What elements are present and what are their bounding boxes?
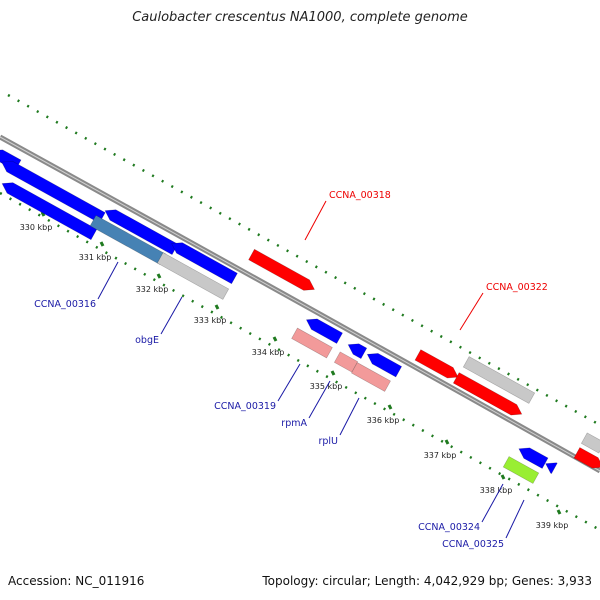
gene-arrow xyxy=(366,353,403,378)
tick-label: 339 kbp xyxy=(536,521,569,530)
tick-mark xyxy=(444,439,450,445)
gene-arrow xyxy=(104,209,179,256)
gene-label: rplU xyxy=(318,436,338,447)
gene-arrow xyxy=(171,242,238,285)
topology-text: Topology: circular; Length: 4,042,929 bp… xyxy=(262,574,592,588)
gene-label: obgE xyxy=(135,335,159,346)
tick-mark xyxy=(387,404,393,410)
map-title: Caulobacter crescentus NA1000, complete … xyxy=(132,10,468,25)
gene-arrow xyxy=(347,343,368,360)
gene-label: CCNA_00322 xyxy=(486,282,548,293)
gene-arrow xyxy=(502,456,540,484)
tick-mark xyxy=(500,474,506,480)
genome-backbone xyxy=(0,134,600,474)
gene-arrow xyxy=(89,214,167,266)
label-leader-line xyxy=(339,397,360,436)
gene-label: CCNA_00316 xyxy=(34,299,96,310)
tick-marks: 330 kbp 331 kbp 332 kbp 333 kbp 334 kbp 335 k… xyxy=(20,211,569,530)
label-leader-line xyxy=(97,261,119,300)
gene-arrow-ccna-00318 xyxy=(248,248,315,291)
tick-label: 334 kbp xyxy=(252,348,285,357)
gene-arrow xyxy=(462,356,536,404)
tick-label: 338 kbp xyxy=(480,486,513,495)
label-leader-line xyxy=(481,483,504,523)
accession-text: Accession: NC_011916 xyxy=(8,574,145,588)
label-leader-line xyxy=(308,380,331,419)
gene-label: CCNA_00324 xyxy=(418,522,480,533)
gene-arrow xyxy=(580,432,600,454)
gene-arrow xyxy=(414,349,459,379)
tick-label: 332 kbp xyxy=(136,285,169,294)
gene-label: CCNA_00318 xyxy=(329,190,391,201)
gene-arrow xyxy=(452,372,523,416)
tick-mark xyxy=(556,509,562,515)
gene-arrow xyxy=(351,362,391,392)
tick-mark xyxy=(330,370,336,376)
tick-label: 330 kbp xyxy=(20,223,53,232)
gene-label: CCNA_00319 xyxy=(214,401,276,412)
gene-arrow xyxy=(518,447,549,469)
gene-arrow xyxy=(545,462,558,475)
tick-mark xyxy=(156,273,162,279)
tick-label: 333 kbp xyxy=(194,316,227,325)
gene-arrow xyxy=(333,351,359,373)
gene-arrow xyxy=(305,318,343,344)
label-leader-line xyxy=(277,363,301,402)
tick-label: 336 kbp xyxy=(367,416,400,425)
label-leader-line xyxy=(505,499,525,539)
tick-label: 335 kbp xyxy=(310,382,343,391)
gene-arrow xyxy=(1,182,98,241)
gene-features xyxy=(0,149,600,484)
tick-mark xyxy=(272,336,278,342)
gene-arrow xyxy=(156,252,230,300)
inner-dotted-track xyxy=(0,191,600,532)
tick-mark xyxy=(99,241,105,247)
tick-mark xyxy=(214,304,220,310)
label-leader-line xyxy=(160,296,183,335)
gene-arrow xyxy=(291,327,333,359)
gene-label: rpmA xyxy=(281,418,307,429)
gene-label: CCNA_00325 xyxy=(442,539,504,550)
tick-label: 337 kbp xyxy=(424,451,457,460)
tick-label: 331 kbp xyxy=(79,253,112,262)
label-leader-line xyxy=(459,292,484,331)
gene-arrow xyxy=(573,447,600,469)
label-leader-line xyxy=(304,200,327,241)
